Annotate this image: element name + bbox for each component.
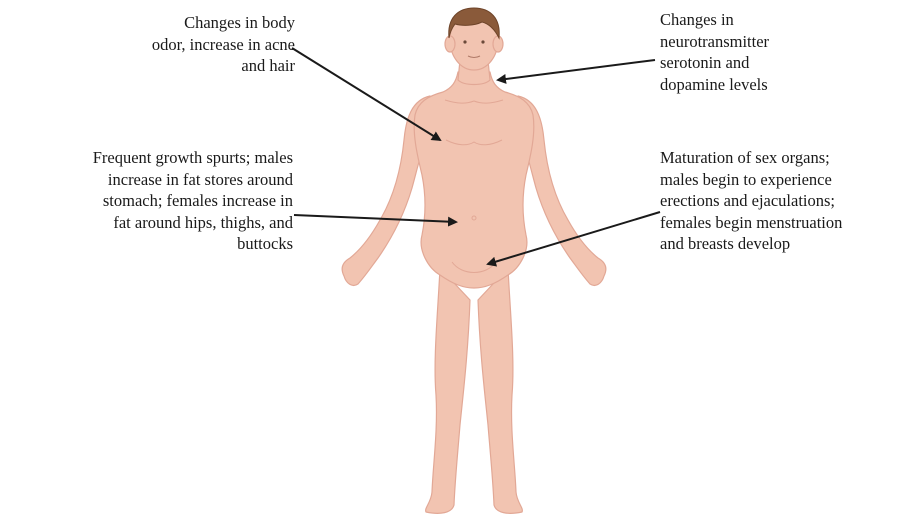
left-ear [445,36,455,52]
left-eye [463,40,466,43]
human-body-figure [342,10,606,513]
growth-annotation: Frequent growth spurts; males increase i… [0,147,293,255]
body-odor-annotation: Changes in body odor, increase in acne a… [80,12,295,77]
right-ear [493,36,503,52]
right-eye [481,40,484,43]
arrow-body-odor [292,48,440,140]
left-leg [426,268,470,513]
neurotransmitter-annotation: Changes in neurotransmitter serotonin an… [660,9,900,95]
right-leg [478,268,522,513]
sex-organs-annotation: Maturation of sex organs; males begin to… [660,147,918,255]
arrow-neurotransmitter [498,60,655,80]
